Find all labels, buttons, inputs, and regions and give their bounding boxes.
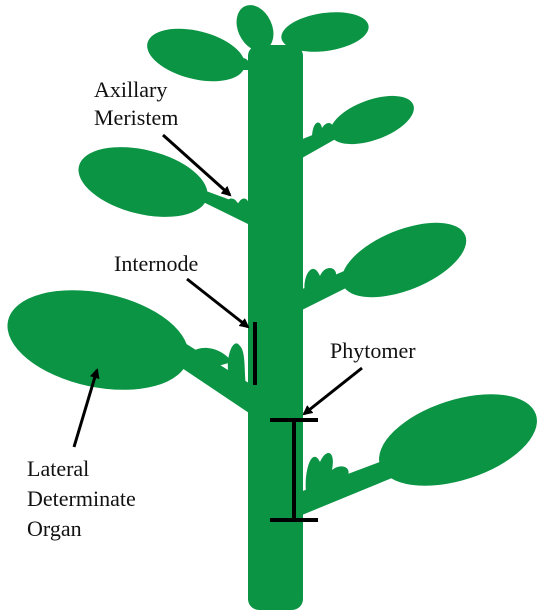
lateral-organ-label-line3: Organ	[27, 516, 82, 541]
axillary-meristem-label-line2: Meristem	[94, 105, 178, 130]
upper-left-leaf	[71, 135, 215, 229]
axillary-meristem	[226, 198, 249, 212]
lower-left-bud	[228, 343, 246, 386]
axillary-meristem-label-line1: Axillary	[94, 77, 167, 102]
upper-right-leaf	[324, 86, 420, 154]
phytomer-arrow	[304, 368, 362, 414]
lateral-organ-label-line2: Determinate	[27, 486, 136, 511]
upper-right-bud	[312, 123, 333, 138]
lower-left-leaf	[0, 275, 198, 405]
middle-right-leaf	[332, 207, 477, 312]
lower-right-leaf	[368, 377, 538, 504]
internode-label: Internode	[114, 251, 198, 276]
phytomer-label: Phytomer	[330, 338, 416, 363]
internode-arrow	[187, 279, 248, 327]
lateral-organ-label-line1: Lateral	[27, 456, 89, 481]
